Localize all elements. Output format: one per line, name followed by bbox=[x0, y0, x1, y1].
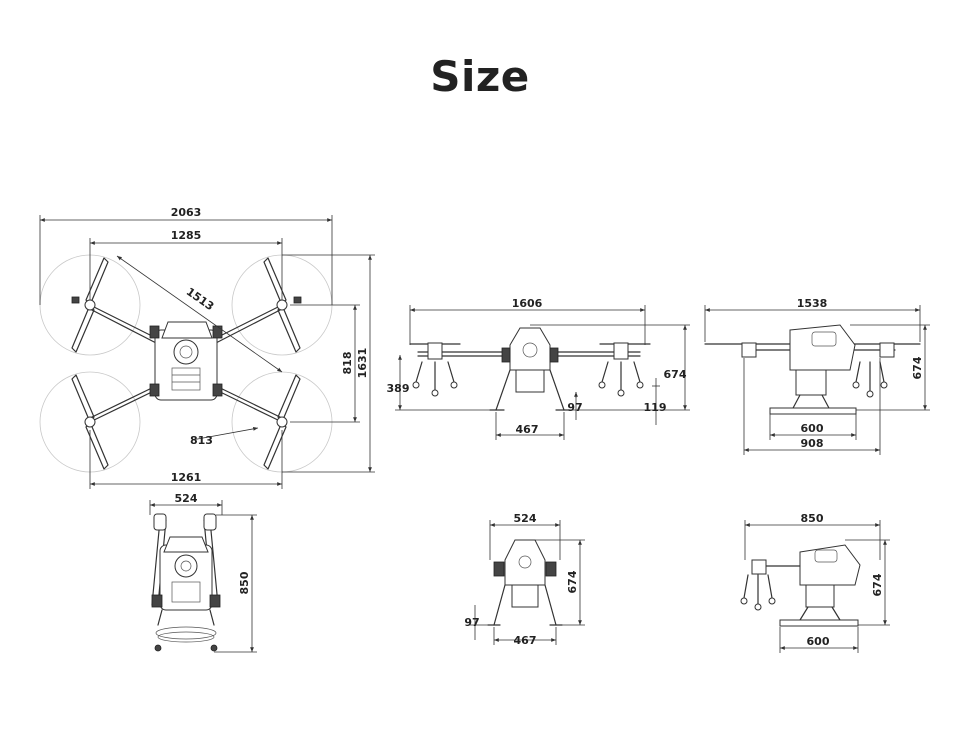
dim-label-width: 850 bbox=[801, 512, 824, 525]
dim-label-height: 674 bbox=[911, 356, 924, 379]
dim-label-prop: 813 bbox=[190, 434, 213, 447]
dim-label-height-total: 1631 bbox=[356, 348, 369, 379]
dim-label-width: 524 bbox=[514, 512, 537, 525]
front-view-folded: 524 674 97 467 bbox=[464, 512, 585, 647]
dim-label-length: 850 bbox=[238, 571, 251, 594]
front-view-unfolded: 1606 674 389 467 97 119 bbox=[387, 297, 690, 440]
dim-label-height-inner: 818 bbox=[341, 352, 354, 375]
dim-label-ground-clearance-a: 97 bbox=[567, 401, 582, 414]
dim-label-width-total: 2063 bbox=[171, 206, 202, 219]
page-title: Size bbox=[430, 52, 530, 101]
dim-label-ground-clearance: 97 bbox=[464, 616, 479, 629]
dim-label-ground-clearance-b: 119 bbox=[644, 401, 667, 414]
dim-label-skid: 600 bbox=[807, 635, 830, 648]
dim-label-height: 674 bbox=[664, 368, 687, 381]
dim-label-gear-width: 467 bbox=[516, 423, 539, 436]
dim-label-motor-span: 1285 bbox=[171, 229, 202, 242]
dim-label-diagonal: 1513 bbox=[184, 285, 217, 313]
dim-label-skid-outer: 908 bbox=[801, 437, 824, 450]
side-view-folded: 850 674 600 bbox=[740, 512, 890, 653]
dim-label-height: 674 bbox=[566, 570, 579, 593]
dim-label-width: 1606 bbox=[512, 297, 543, 310]
dim-label-left-gear-height: 389 bbox=[387, 382, 410, 395]
top-view-unfolded: 2063 1285 1513 813 1261 818 1631 bbox=[39, 206, 375, 489]
dim-label-height: 674 bbox=[871, 573, 884, 596]
dim-label-bottom-span: 1261 bbox=[171, 471, 202, 484]
dim-label-skid-inner: 600 bbox=[801, 422, 824, 435]
dim-label-width: 524 bbox=[175, 492, 198, 505]
dim-label-width: 1538 bbox=[797, 297, 828, 310]
side-view-unfolded: 1538 674 600 908 bbox=[704, 297, 930, 455]
top-view-folded: 524 850 bbox=[149, 492, 257, 653]
dim-label-gear-width: 467 bbox=[514, 634, 537, 647]
